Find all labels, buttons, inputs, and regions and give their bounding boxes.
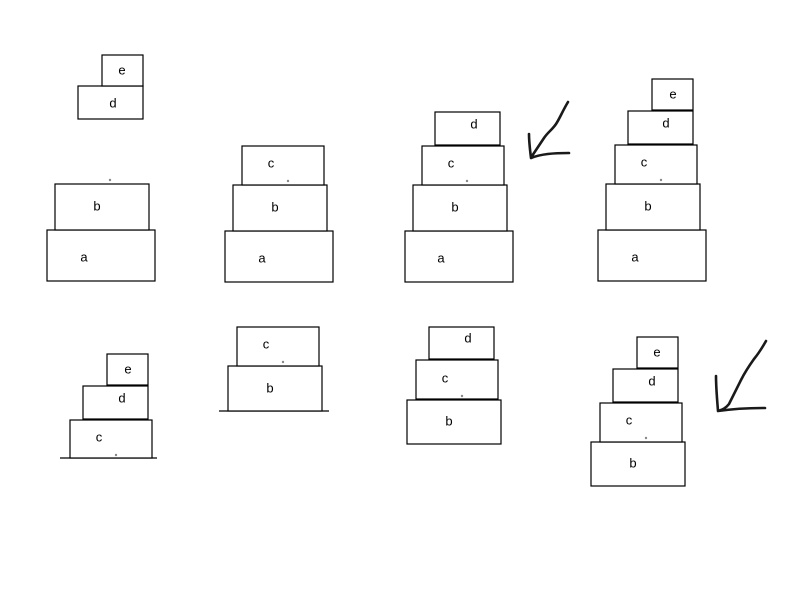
block-label-d: d xyxy=(470,116,477,131)
center-dot xyxy=(286,179,290,183)
block-b: b xyxy=(590,441,686,487)
block-c: c xyxy=(236,326,320,367)
block-label-e: e xyxy=(653,344,660,359)
block-label-c: c xyxy=(96,429,103,444)
center-dot xyxy=(114,453,118,457)
block-label-c: c xyxy=(641,154,648,169)
block-c: c xyxy=(415,359,499,400)
block-b: b xyxy=(406,399,502,445)
block-b: b xyxy=(232,184,328,232)
stack-bottom-4: b c d e xyxy=(590,336,768,487)
checkmark-icon xyxy=(714,339,768,413)
block-label-b: b xyxy=(644,198,651,213)
block-label-c: c xyxy=(448,155,455,170)
block-e: e xyxy=(101,54,144,87)
block-b: b xyxy=(227,365,323,412)
block-label-b: b xyxy=(93,198,100,213)
block-label-b: b xyxy=(629,455,636,470)
block-label-b: b xyxy=(451,199,458,214)
stack-top-5: a b c d e xyxy=(597,78,707,282)
stack-bottom-3: b c d xyxy=(406,326,502,445)
block-label-d: d xyxy=(464,330,471,345)
center-dot xyxy=(108,178,112,182)
stack-bottom-2: b c xyxy=(219,326,329,412)
block-a: a xyxy=(46,229,156,282)
stack-top-3: a b c xyxy=(224,145,334,283)
block-e: e xyxy=(636,336,679,369)
block-label-e: e xyxy=(669,86,676,101)
block-a: a xyxy=(404,230,514,283)
block-label-a: a xyxy=(631,249,639,264)
block-label-e: e xyxy=(118,62,125,77)
block-label-d: d xyxy=(118,390,125,405)
stack-bottom-1: c d e xyxy=(60,353,157,459)
block-label-b: b xyxy=(266,380,273,395)
block-a: a xyxy=(224,230,334,283)
checkmark-icon xyxy=(527,100,571,160)
center-dot xyxy=(659,178,663,182)
block-label-a: a xyxy=(437,250,445,265)
block-d: d xyxy=(612,368,679,403)
block-c: c xyxy=(614,144,698,185)
block-d: d xyxy=(77,85,144,120)
block-label-b: b xyxy=(445,413,452,428)
center-dot xyxy=(281,360,285,364)
stack-top-4: a b c d xyxy=(404,100,571,283)
block-c: c xyxy=(599,402,683,443)
center-dot xyxy=(460,394,464,398)
block-label-e: e xyxy=(124,361,131,376)
block-label-d: d xyxy=(648,373,655,388)
block-c: c xyxy=(421,145,505,186)
block-d: d xyxy=(434,111,501,146)
block-a: a xyxy=(597,229,707,282)
block-label-d: d xyxy=(662,115,669,130)
block-c: c xyxy=(241,145,325,186)
block-label-b: b xyxy=(271,199,278,214)
block-b: b xyxy=(412,184,508,232)
block-c: c xyxy=(69,419,153,459)
block-label-c: c xyxy=(263,336,270,351)
block-b: b xyxy=(605,183,701,231)
block-d: d xyxy=(627,110,694,145)
stack-top-2: a b xyxy=(46,178,156,282)
block-label-c: c xyxy=(442,370,449,385)
block-label-a: a xyxy=(80,249,88,264)
center-dot xyxy=(465,179,469,183)
stack-top-1: d e xyxy=(77,54,144,120)
block-label-a: a xyxy=(258,250,266,265)
block-label-d: d xyxy=(109,95,116,110)
block-d: d xyxy=(82,385,149,420)
block-e: e xyxy=(106,353,149,386)
center-dot xyxy=(644,436,648,440)
block-b: b xyxy=(54,183,150,231)
block-label-c: c xyxy=(268,155,275,170)
block-label-c: c xyxy=(626,412,633,427)
block-d: d xyxy=(428,326,495,360)
block-e: e xyxy=(651,78,694,111)
